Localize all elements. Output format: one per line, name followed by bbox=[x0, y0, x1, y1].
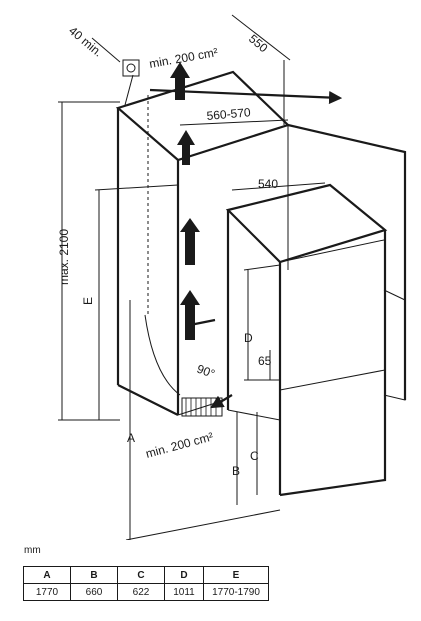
label-dim-65: 65 bbox=[258, 354, 272, 368]
table-header-b: B bbox=[70, 566, 118, 584]
label-max-height: max. 2100 bbox=[57, 229, 71, 285]
label-dim-e: E bbox=[81, 297, 95, 305]
table-header-a: A bbox=[23, 566, 71, 584]
table-header-e: E bbox=[203, 566, 269, 584]
label-dim-b: B bbox=[232, 464, 240, 478]
cabinet-outline bbox=[115, 70, 407, 416]
table-header-c: C bbox=[117, 566, 165, 584]
label-dim-a: A bbox=[127, 431, 135, 445]
label-angle: 90° bbox=[195, 362, 217, 381]
power-cord bbox=[122, 59, 181, 396]
table-value-b: 660 bbox=[70, 583, 118, 601]
label-dim-d: D bbox=[244, 331, 253, 345]
installation-diagram: 40 min. min. 200 cm² 550 560-570 540 max… bbox=[57, 14, 407, 540]
appliance-body bbox=[225, 183, 406, 497]
label-niche-depth: 560-570 bbox=[206, 105, 251, 123]
table-value-c: 622 bbox=[117, 583, 165, 601]
table-value-d: 1011 bbox=[164, 583, 204, 601]
dimension-lines bbox=[58, 14, 326, 540]
table-value-e: 1770-1790 bbox=[203, 583, 269, 601]
label-vent-bottom: min. 200 cm² bbox=[144, 429, 215, 460]
table-row: 1770 660 622 1011 1770-1790 bbox=[23, 583, 269, 601]
label-depth-outer: 550 bbox=[246, 32, 271, 56]
label-depth-gap: 40 min. bbox=[66, 24, 105, 60]
dimension-table: A B C D E 1770 660 622 1011 1770-1790 bbox=[23, 566, 269, 601]
table-header-row: A B C D E bbox=[23, 566, 269, 584]
label-vent-top: min. 200 cm² bbox=[148, 45, 219, 71]
unit-label: mm bbox=[24, 545, 41, 556]
label-dim-c: C bbox=[250, 449, 259, 463]
airflow-arrows bbox=[149, 62, 343, 409]
table-header-d: D bbox=[164, 566, 204, 584]
label-appliance-depth: 540 bbox=[258, 177, 278, 191]
table-value-a: 1770 bbox=[23, 583, 71, 601]
